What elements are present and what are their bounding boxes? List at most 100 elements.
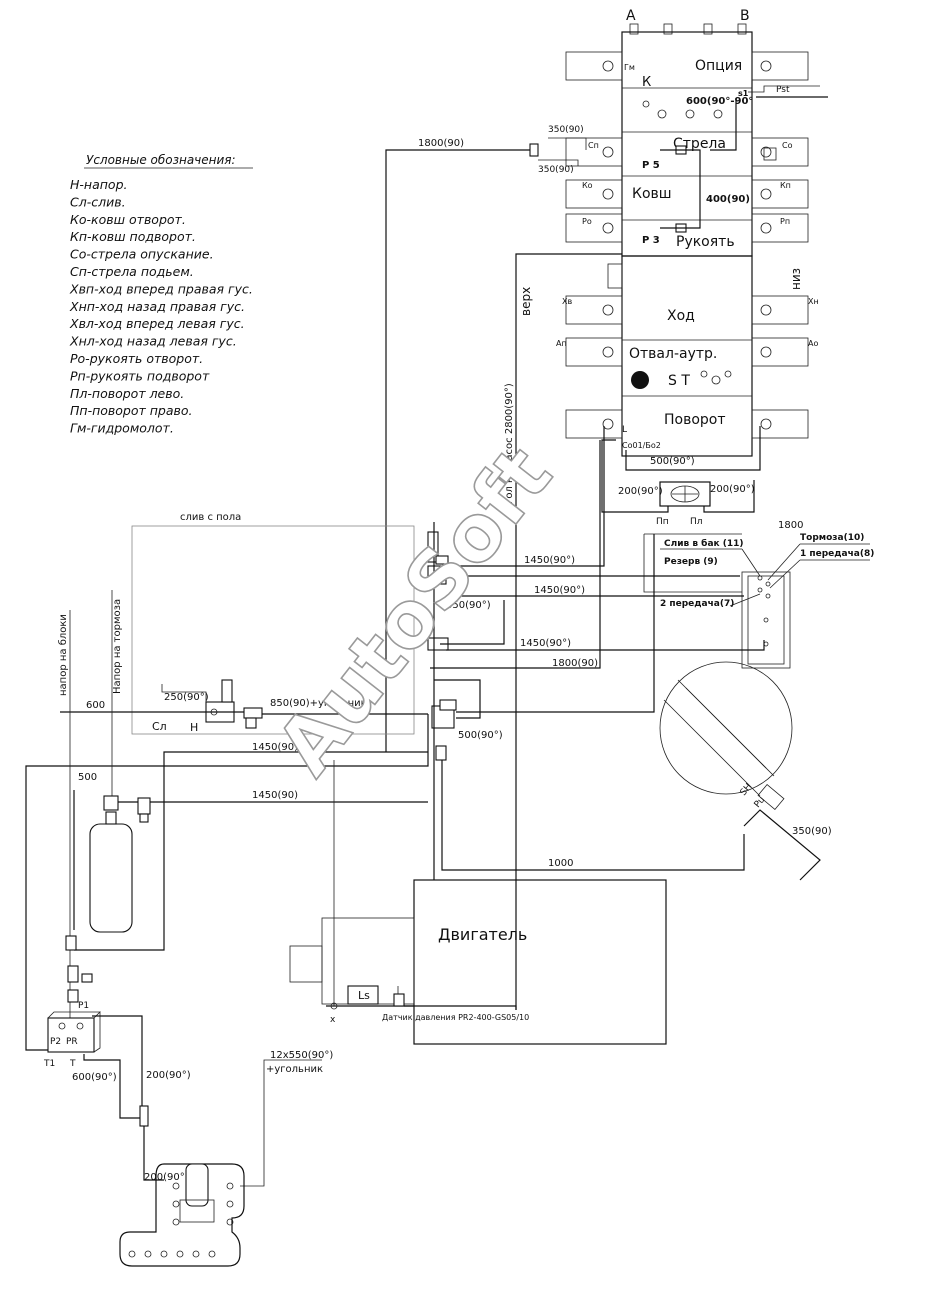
pr-block-body [47,1017,95,1053]
ls-box [347,985,379,1005]
legend-item: Пл-поворот лево. [70,386,184,401]
port-ap: Ап [556,339,567,348]
legend-item: Ро-рукоять отворот. [70,351,203,366]
plate-hole [226,1200,234,1208]
hose-500-swing: 500(90°) [650,456,695,467]
brake-label: Тормоза(10) [800,533,864,543]
plate-hole [172,1182,180,1190]
port-ro: Ро [582,217,592,226]
legend-item: Рп-рукоять подворот [70,368,210,383]
line-350c: 350(90°) [446,600,491,611]
line-200b: 200(90°) [144,1172,189,1183]
legend: Условные обозначения: Н-напор.Сл-слив.Ко… [69,153,253,436]
port-sp: Сп [588,141,599,150]
legend-item: Хнл-ход назад левая гус. [69,334,237,349]
line-1450a: 1450(90°) [524,555,575,566]
legend-item: Сл-слив. [70,194,126,209]
gear2-label: 2 передача(7) [660,599,734,609]
pedal-top: 1800 [778,520,803,531]
legend-item: Пп-поворот право. [70,403,193,418]
plate-hole [226,1218,234,1226]
pedal-block: 1800 Слив в бак (11) Тормоза(10) Резерв … [643,520,874,669]
x-label: x [330,1015,336,1025]
hose-350-cooler: 350(90) [792,826,832,837]
k-label: К [642,75,651,90]
sensor-label: Датчик давления PR2-400-GS05/10 [382,1013,529,1022]
plate-hole [128,1250,136,1258]
port-so: Со [782,141,793,150]
plate-hole [192,1250,200,1258]
legend-item: Ко-ковш отворот. [70,212,186,227]
hose-600: 600(90°-90° [686,96,753,107]
section-blade: Отвал-аутр. [629,346,717,362]
plate-hole [176,1250,184,1258]
line-12x550: 12x550(90°) [270,1050,333,1061]
pp-label: Пп [656,517,669,527]
pedal-plate: 200(90°) [119,1163,245,1267]
niz-label: низ [789,268,803,290]
reserve-label: Резерв (9) [664,557,718,567]
legend-item: Гм-гидромолот. [70,421,174,436]
section-travel: Ход [667,308,695,324]
line-850: 850(90)+угольник [270,698,367,709]
legend-item: Кп-ковш подворот. [70,229,196,244]
pl-label: Пл [690,517,703,527]
port-hn: Хн [808,297,819,306]
section-arm: Рукоять [676,234,735,250]
line-1800b: 1800(90) [552,658,598,669]
line-500b: 500 [78,772,97,783]
port-gm: Гм [624,63,635,72]
st-port [631,371,649,389]
label-sl: Сл [152,720,167,733]
main-lines: 1800(90) Угол на насос 2800(90°) слив с … [25,138,765,1051]
label-to-brakes: Напор на тормоза [112,599,123,694]
drain-to-tank: Слив в бак (11) [664,538,744,549]
line-500: 500(90°) [458,730,503,741]
pr-t1: T1 [43,1059,55,1069]
port-hv: Хв [562,297,572,306]
port-ko: Ко [582,181,593,190]
gear1-label: 1 передача(8) [800,549,874,559]
cooler: SH Pu 350(90) [659,661,832,881]
plate-hole [226,1182,234,1190]
port-ao: Ао [808,339,818,348]
line-1000: 1000 [548,858,573,869]
p5-label: P 5 [642,160,660,171]
line-1800-top: 1800(90) [418,138,464,149]
spools-right [751,51,809,439]
l-label: L [622,425,627,435]
section-bucket: Ковш [632,186,672,202]
legend-item: Хвп-ход вперед правая гус. [69,281,253,296]
p3-label: P 3 [642,235,660,246]
watermark: AutoSoft [260,431,570,792]
pedal-plate-body [119,1163,245,1267]
line-1450d: 1450(90) [252,742,298,753]
line-1450e: 1450(90) [252,790,298,801]
port-b-label: B [740,8,750,24]
drain-floor-box [131,525,415,735]
port-a-label: A [626,8,636,24]
legend-title: Условные обозначения: [86,153,236,167]
swing-motor: 500(90°) 200(90°) 200(90°) Пп Пл [601,426,761,527]
legend-item: Хнп-ход назад правая гус. [69,299,245,314]
line-600b: 600(90°) [72,1072,117,1083]
plate-hole [144,1250,152,1258]
section-swing: Поворот [664,412,726,428]
spools-left [565,51,623,439]
hose-400: 400(90) [706,194,750,205]
line-1450b: 1450(90°) [534,585,585,596]
pr-pr: PR [66,1037,78,1047]
pr-p2: P2 [50,1037,61,1047]
s1-label: s1 [738,89,749,98]
port-kp: Кп [780,181,791,190]
pump-line-label: Угол на насос 2800(90°) [504,383,515,510]
line-250: 250(90°) [164,692,209,703]
legend-items: Н-напор.Сл-слив.Ко-ковш отворот.Кп-ковш … [69,177,253,436]
accumulator [89,823,133,933]
plate-hole [208,1250,216,1258]
sh-label: SH [739,782,755,798]
hose-200-left: 200(90°) [618,486,663,497]
pu-label: Pu [753,795,768,810]
legend-item: Со-стрела опускание. [70,247,214,262]
ls-label: Ls [358,989,370,1002]
